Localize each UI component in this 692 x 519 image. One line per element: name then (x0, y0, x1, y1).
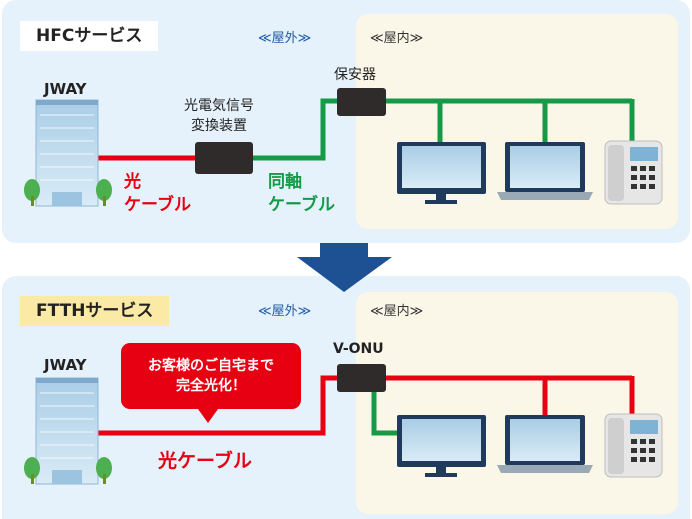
hfc-outdoor-label: ≪屋外≫ (258, 31, 312, 46)
hfc-coax-cable-label-line2: ケーブル (268, 195, 335, 215)
hfc-converter-label-line2: 変換装置 (191, 118, 247, 134)
hfc-coax-cable-label-line1: 同軸 (268, 172, 302, 192)
ftth-tree-left (24, 457, 40, 484)
hfc-optical-cable-label-line2: ケーブル (124, 195, 191, 215)
ftth-building-label: JWAY (44, 356, 87, 374)
hfc-desktop-monitor (397, 142, 486, 204)
ftth-lan-cable (371, 392, 398, 436)
ftth-onu-label: V-ONU (333, 341, 384, 357)
hfc-protector-box (337, 88, 386, 116)
hfc-laptop (497, 142, 593, 200)
ftth-building (35, 377, 99, 485)
hfc-indoor-label: ≪屋内≫ (370, 31, 424, 46)
ftth-callout-text: お客様のご自宅まで 完全光化！ (148, 358, 274, 394)
ftth-callout-bubble: お客様のご自宅まで 完全光化！ (121, 343, 301, 409)
ftth-optical-cable-label: 光ケーブル (158, 450, 252, 472)
hfc-optical-cable-label-line1: 光 (124, 172, 141, 192)
hfc-title: HFCサービス (20, 21, 159, 51)
ftth-indoor-label: ≪屋内≫ (370, 304, 424, 319)
hfc-converter-box (195, 142, 253, 174)
ftth-title: FTTHサービス (20, 296, 170, 326)
hfc-telephone (604, 140, 663, 205)
hfc-protector-label: 保安器 (334, 67, 376, 83)
ftth-optical-cable (98, 375, 635, 436)
hfc-tree-right (96, 179, 112, 206)
ftth-desktop-monitor (397, 415, 486, 477)
ftth-tree-right (96, 457, 112, 484)
ftth-laptop (497, 415, 593, 473)
ftth-callout-tail (198, 409, 218, 423)
hfc-coax-cable (253, 98, 635, 161)
ftth-outdoor-label: ≪屋外≫ (258, 304, 312, 319)
hfc-tree-left (24, 179, 40, 206)
down-arrow (297, 243, 392, 292)
ftth-onu-box (337, 364, 386, 392)
hfc-converter-label-line1: 光電気信号 (184, 98, 254, 114)
hfc-building (35, 99, 99, 207)
ftth-telephone (604, 413, 663, 478)
hfc-building-label: JWAY (44, 80, 87, 98)
